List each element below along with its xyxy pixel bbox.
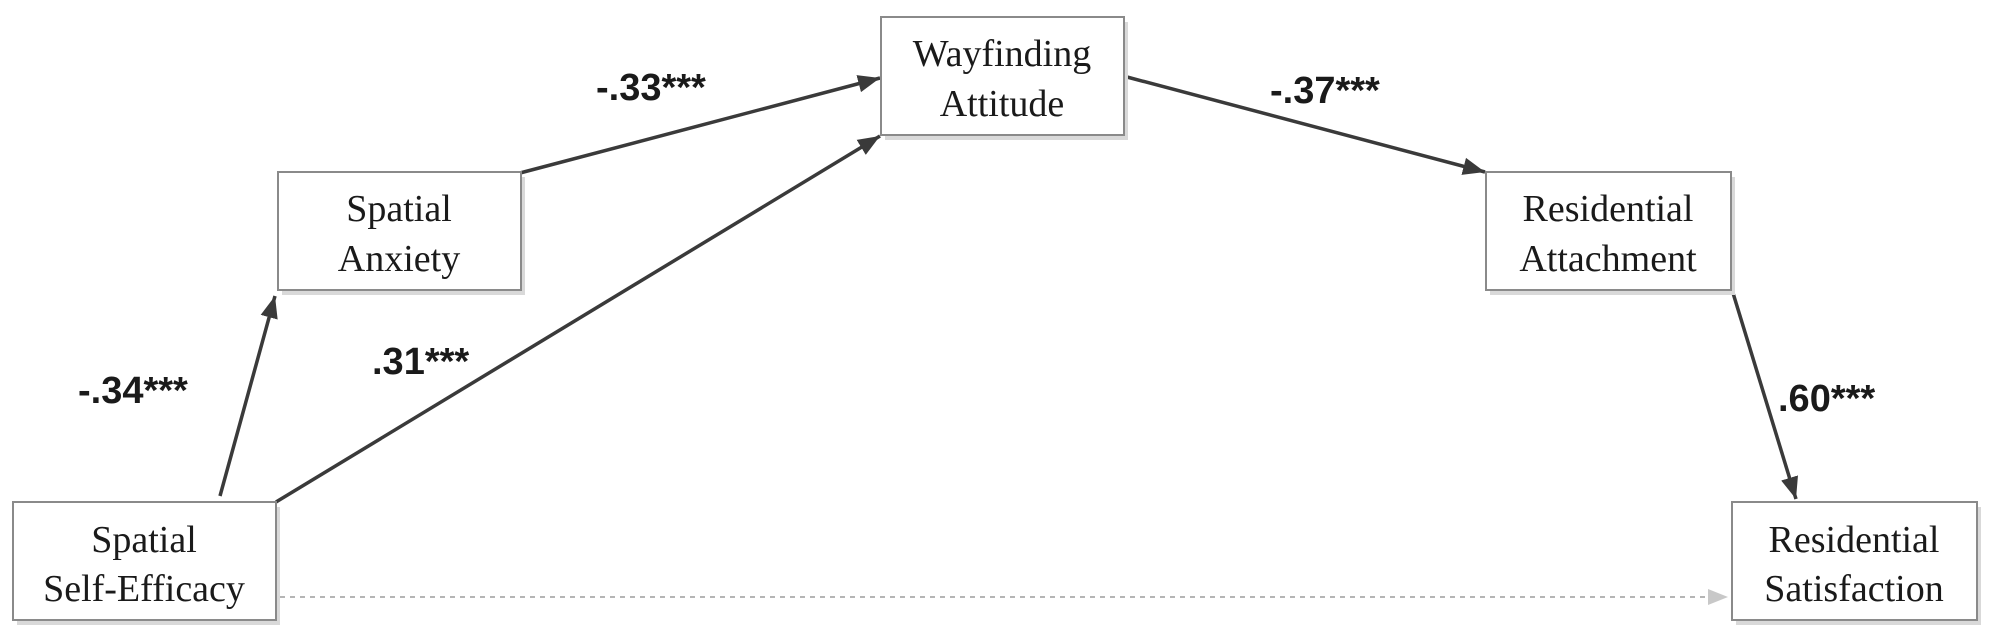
node-label-line2: Attitude xyxy=(940,83,1065,125)
arrow-efficacy-to-wayfinding xyxy=(275,134,881,504)
node-label-line2: Anxiety xyxy=(338,238,460,280)
arrow-attachment-to-satisfaction xyxy=(1731,292,1798,500)
coefficient-wayfinding-to-attachment: -.37*** xyxy=(1270,70,1380,112)
node-wayfinding-attitude: Wayfinding Attitude xyxy=(880,16,1128,140)
node-label-line1: Spatial xyxy=(346,188,452,230)
coefficient-efficacy-to-anxiety: -.34*** xyxy=(78,370,188,412)
node-spatial-self-efficacy: Spatial Self-Efficacy xyxy=(12,501,280,625)
arrow-anxiety-to-wayfinding xyxy=(519,75,881,175)
node-label-line1: Spatial xyxy=(91,519,197,561)
node-residential-satisfaction: Residential Satisfaction xyxy=(1731,501,1981,625)
node-label-line1: Wayfinding xyxy=(913,33,1091,75)
node-label-line1: Residential xyxy=(1523,188,1694,230)
node-residential-attachment: Residential Attachment xyxy=(1485,171,1735,295)
coefficient-anxiety-to-wayfinding: -.33*** xyxy=(596,67,706,109)
coefficient-attachment-to-satisfaction: .60*** xyxy=(1778,378,1875,420)
arrow-efficacy-to-anxiety xyxy=(218,295,278,497)
coefficient-efficacy-to-wayfinding: .31*** xyxy=(372,341,469,383)
node-label-line2: Self-Efficacy xyxy=(43,568,245,610)
node-label-line2: Satisfaction xyxy=(1764,568,1943,610)
node-label-line2: Attachment xyxy=(1519,238,1697,280)
node-label-line1: Residential xyxy=(1769,519,1940,561)
node-spatial-anxiety: Spatial Anxiety xyxy=(277,171,525,295)
arrow-wayfinding-to-attachment xyxy=(1126,75,1486,175)
